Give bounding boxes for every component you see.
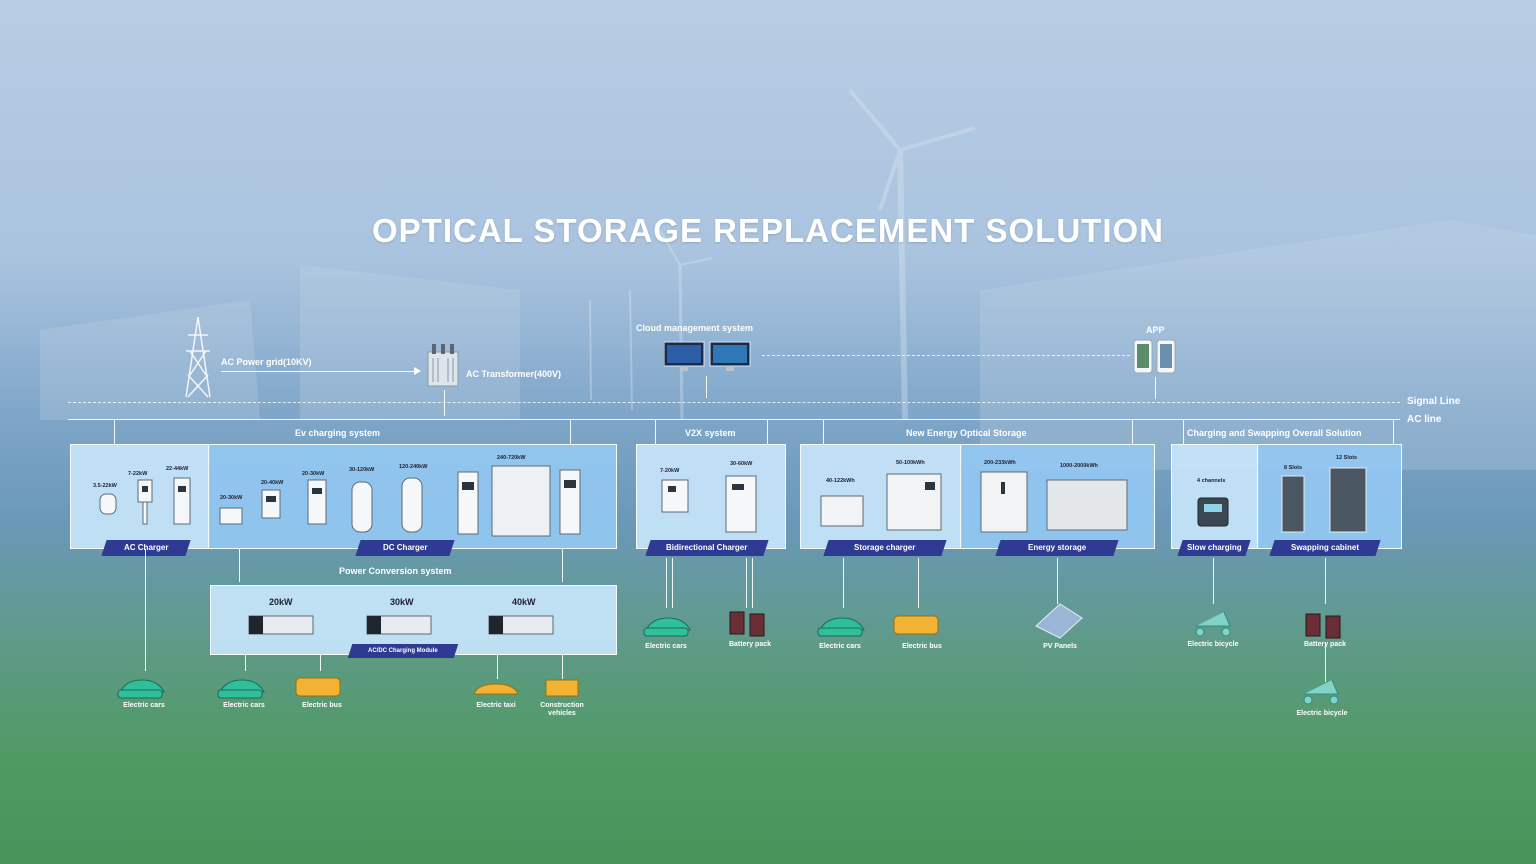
cloud-down-line [706,376,707,398]
vehicle-caption: Electric bicycle [1296,710,1348,717]
connector-line [245,655,246,671]
swap-title: Charging and Swapping Overall Solution [1187,428,1362,438]
charger-devices-icon [99,465,581,537]
power-label: 20-30kW [220,495,243,501]
pcs-feed-line [239,549,240,582]
slot-label: 8 Slots [1284,465,1303,471]
cloud-label: Cloud management system [636,323,754,333]
vehicle-caption: Electric bus [902,643,942,650]
storage-title: New Energy Optical Storage [906,428,1027,438]
power-label: 1000-2000kWh [1060,463,1098,469]
storage-feed-line [1132,420,1133,444]
slow-charging-panel [1171,444,1259,549]
vehicle-caption: Electric bicycle [1187,641,1239,648]
connector-line [1213,558,1214,604]
power-label: 200-233kWh [984,460,1016,466]
swap-devices-icon [1197,467,1367,533]
vehicle-caption: vehicles [548,710,576,717]
connector-line [1325,558,1326,604]
module-power-label: 40kW [512,597,536,607]
power-label: 30-120kW [349,467,375,473]
vehicle-caption: Battery pack [728,641,772,648]
grid-line [221,371,417,372]
v2x-panel [636,444,786,549]
power-label: 30-60kW [730,461,753,467]
module-power-label: 20kW [269,597,293,607]
power-label: 20-40kW [261,480,284,486]
swap-feed-line [1393,420,1394,444]
connector-line [497,655,498,679]
power-label: 22-44kW [166,466,189,472]
slot-label: 12 Slots [1336,455,1358,461]
connector-line [666,558,667,608]
monitor-icon [664,341,751,371]
signal-line [68,402,1400,403]
swap-feed-line [1183,420,1184,444]
vehicle-caption: Battery pack [1303,641,1347,648]
power-label: 240-720kW [497,455,526,461]
app-down-line [1155,377,1156,399]
charging-module-icon [248,615,554,635]
module-power-label: 30kW [390,597,414,607]
transformer-down-line [444,390,445,416]
vehicle-caption: Electric cars [819,643,861,650]
connector-line [1325,642,1326,682]
vehicle-caption: Electric cars [123,702,165,709]
dc-feed-line [570,420,571,444]
power-label: 7-20kW [660,468,680,474]
page-title: OPTICAL STORAGE REPLACEMENT SOLUTION [372,212,1164,249]
storage-feed-line [823,420,824,444]
channel-label: 4 channels [1197,478,1226,484]
transformer-label: AC Transformer(400V) [466,369,562,379]
power-label: 120-240kW [399,464,428,470]
connector-line [843,558,844,608]
connector-line [672,558,673,608]
v2x-feed-line [767,420,768,444]
connector-line [1057,558,1058,604]
bidirectional-charger-icon [661,475,757,533]
phone-icon [1133,339,1176,374]
connector-line [320,655,321,671]
connector-line [752,558,753,608]
v2x-feed-line [655,420,656,444]
connector-line [145,549,146,671]
storage-devices-icon [820,471,1128,533]
vehicle-caption: Electric cars [645,643,687,650]
connector-line [562,655,563,679]
power-label: 3.5-22kW [93,483,117,489]
ev-system-title: Ev charging system [295,428,381,438]
power-label: 7-22kW [128,471,148,477]
vehicle-caption: PV Panels [1043,643,1077,650]
ac-line [68,419,1400,420]
v2x-title: V2X system [685,428,736,438]
connector-line [918,558,919,608]
pcs-feed-line [562,549,563,582]
app-label: APP [1146,325,1165,335]
ac-feed-line [114,420,115,444]
grid-label: AC Power grid(10KV) [221,357,312,367]
power-label: 40-122kWh [826,478,855,484]
vehicle-caption: Electric taxi [476,702,516,709]
power-label: 20-30kW [302,471,325,477]
signal-line-label: Signal Line [1407,396,1461,407]
vehicle-caption: Construction [540,702,584,709]
vehicle-caption: Electric cars [223,702,265,709]
arrow-right-icon [414,367,421,375]
signal-dash-link [762,355,1130,356]
connector-line [746,558,747,608]
power-label: 50-100kWh [896,460,925,466]
vehicle-caption: Electric bus [302,702,342,709]
ac-line-label: AC line [1407,414,1442,425]
pcs-title: Power Conversion system [339,566,452,576]
transformer-icon [427,344,459,387]
power-tower-icon [185,316,211,398]
